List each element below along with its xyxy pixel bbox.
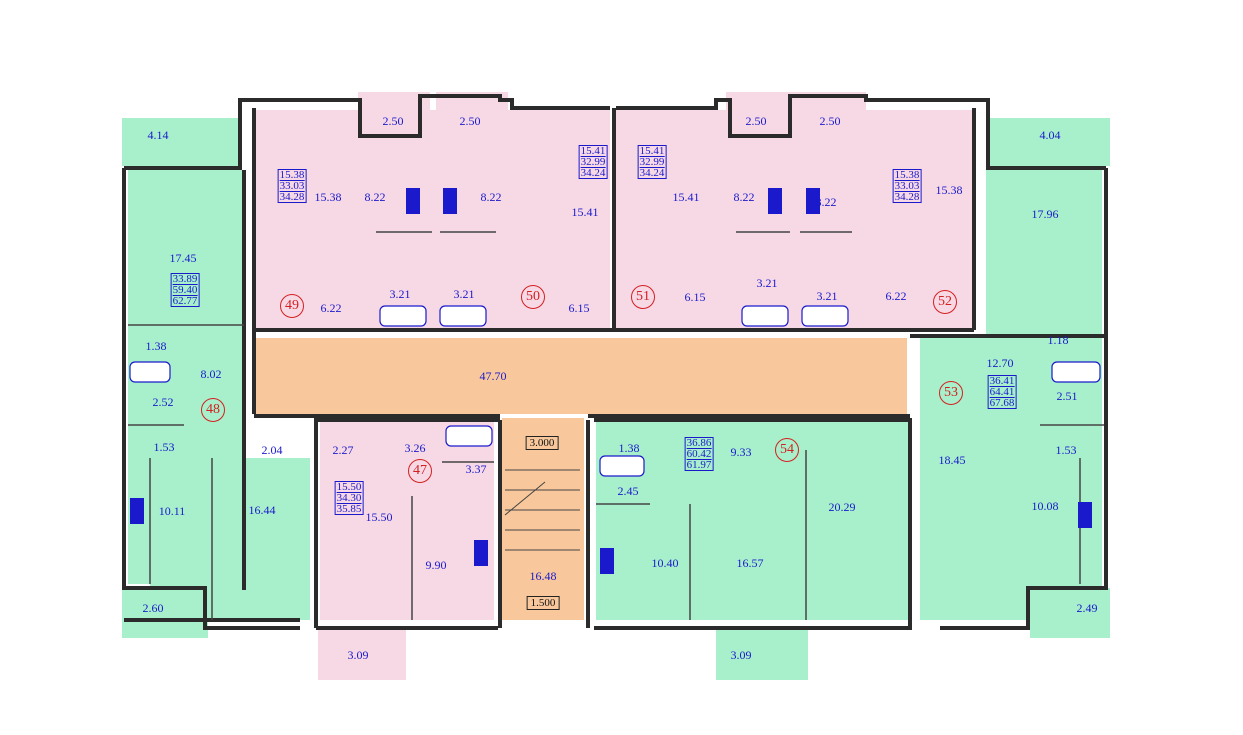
room-area: 1.53 [1055,443,1077,457]
apartment-number: 47 [408,459,432,483]
room-area: 1.38 [618,441,640,455]
room-area: 15.38 [935,183,963,197]
room-area: 16.57 [736,556,764,570]
room-area: 8.22 [364,190,386,204]
apartment-number: 48 [201,398,225,422]
room-area: 6.22 [885,289,907,303]
balcony-area: 4.04 [1039,128,1061,142]
stair-area: 16.48 [529,569,557,583]
room-area: 2.27 [332,443,354,457]
balcony-area: 2.50 [459,114,481,128]
room-area: 10.08 [1031,499,1059,513]
apartment-number: 49 [280,294,304,318]
room-area: 12.70 [986,356,1014,370]
room-area: 3.21 [453,287,475,301]
balcony-area: 2.50 [745,114,767,128]
room-area: 9.90 [425,558,447,572]
room-area: 1.38 [145,339,167,353]
balcony-area: 2.50 [819,114,841,128]
room-area: 16.44 [248,503,276,517]
room-area: 9.33 [730,445,752,459]
room-area: 3.21 [816,289,838,303]
room-area: 2.51 [1056,389,1078,403]
room-area: 3.21 [756,276,778,290]
balcony-area: 3.09 [730,648,752,662]
room-area: 15.38 [314,190,342,204]
room-area: 6.22 [320,301,342,315]
room-area: 18.45 [938,453,966,467]
room-area: 15.41 [672,190,700,204]
apartment-number: 53 [939,381,963,405]
room-area: 8.22 [815,195,837,209]
room-area: 3.26 [404,441,426,455]
apartment-number: 52 [933,290,957,314]
thin-walls [128,231,1104,620]
room-area: 17.96 [1031,207,1059,221]
apartment-number: 54 [775,438,799,462]
stoves [130,188,1092,574]
stair-flight [504,469,580,551]
corridor-area: 47.70 [479,369,507,383]
room-area: 1.18 [1047,333,1069,347]
bathtubs [129,305,1101,477]
balcony-area: 3.09 [347,648,369,662]
room-area: 15.50 [365,510,393,524]
level-mark: 1.500 [526,596,560,610]
apartment-number: 51 [631,285,655,309]
room-area: 17.45 [169,251,197,265]
room-area: 2.45 [617,484,639,498]
room-area: 8.22 [733,190,755,204]
room-area: 1.53 [153,440,175,454]
room-area: 10.11 [158,504,186,518]
balcony-area: 2.50 [382,114,404,128]
walls [122,94,1108,630]
room-area: 3.37 [465,462,487,476]
apartment-number: 50 [521,285,545,309]
level-mark: 3.000 [525,436,559,450]
room-area: 2.04 [261,443,283,457]
room-area: 2.52 [152,395,174,409]
room-area: 6.15 [684,290,706,304]
balcony-area: 2.49 [1076,601,1098,615]
room-area: 6.15 [568,301,590,315]
room-area: 8.02 [200,367,222,381]
room-area: 8.22 [480,190,502,204]
room-area: 15.41 [571,205,599,219]
balcony-area: 4.14 [147,128,169,142]
room-area: 3.21 [389,287,411,301]
room-area: 10.40 [651,556,679,570]
room-area: 20.29 [828,500,856,514]
balcony-area: 2.60 [142,601,164,615]
